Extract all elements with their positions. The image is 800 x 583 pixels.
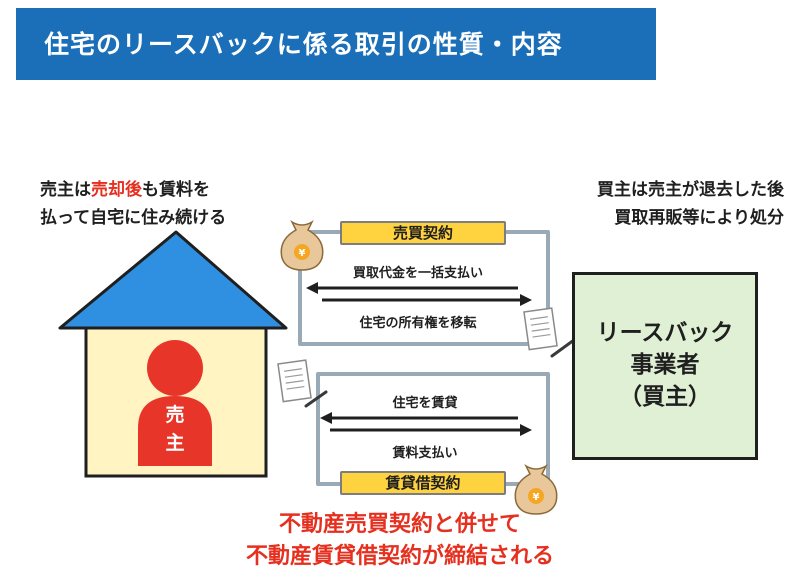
lease-flow-bottom: 賃料支払い [392, 446, 458, 461]
sale-flow-bottom: 住宅の所有権を移転 [359, 316, 477, 331]
buyer-caption-line2: 買取再販等により処分 [614, 208, 784, 228]
title-bar: 住宅のリースバックに係る取引の性質・内容 [16, 8, 656, 80]
seller-caption-line1-after: も賃料を [142, 180, 210, 200]
sale-arrow-left-head [306, 282, 318, 294]
pen-icon [304, 390, 328, 408]
seller-caption-line1-before: 売主は [40, 180, 91, 200]
page-title: 住宅のリースバックに係る取引の性質・内容 [44, 30, 563, 59]
person-body [138, 396, 212, 466]
person-label-top: 売 [165, 404, 185, 426]
seller-caption-line2: 払って自宅に住み続ける [40, 208, 227, 228]
bottom-note-line2: 不動産賃貸借契約が締結される [245, 544, 554, 569]
person-label-bottom: 主 [165, 432, 185, 454]
lease-contract-loop [316, 372, 550, 486]
house-icon [58, 230, 288, 478]
person-head [147, 340, 203, 396]
lease-flow-top: 住宅を賃貸 [392, 396, 458, 411]
company-line3: （買主） [619, 384, 711, 410]
lease-arrow-left-head [320, 412, 332, 424]
bottom-note-line1: 不動産売買契約と併せて [278, 512, 521, 537]
svg-text:¥: ¥ [533, 492, 540, 503]
seller-caption-line1: 売主は売却後も賃料を [40, 176, 300, 204]
money-bag-yen-icon: ¥ [280, 220, 324, 271]
house-roof [58, 230, 288, 330]
leaseback-company-box: リースバック 事業者 （買主） [572, 272, 758, 460]
buyer-caption: 買主は売主が退去した後 買取再販等により処分 [514, 176, 784, 232]
lease-contract-tab: 賃貸借契約 [340, 471, 506, 495]
contract-document-icon [523, 307, 558, 351]
company-line1: リースバック [596, 320, 734, 346]
sale-contract-tab: 売買契約 [340, 221, 506, 245]
seller-caption-highlight: 売却後 [91, 180, 142, 200]
seller-caption: 売主は売却後も賃料を 払って自宅に住み続ける [40, 176, 300, 232]
pen-icon [550, 338, 576, 358]
sale-arrow-right-head [520, 294, 532, 306]
company-line2: 事業者 [630, 352, 700, 378]
money-bag-yen-icon: ¥ [514, 464, 558, 515]
lease-arrow-right-head [520, 424, 532, 436]
svg-text:¥: ¥ [299, 248, 306, 259]
sale-flow-top: 買取代金を一括支払い [352, 266, 483, 281]
buyer-caption-line1: 買主は売主が退去した後 [597, 180, 784, 200]
contract-document-icon [277, 359, 312, 403]
